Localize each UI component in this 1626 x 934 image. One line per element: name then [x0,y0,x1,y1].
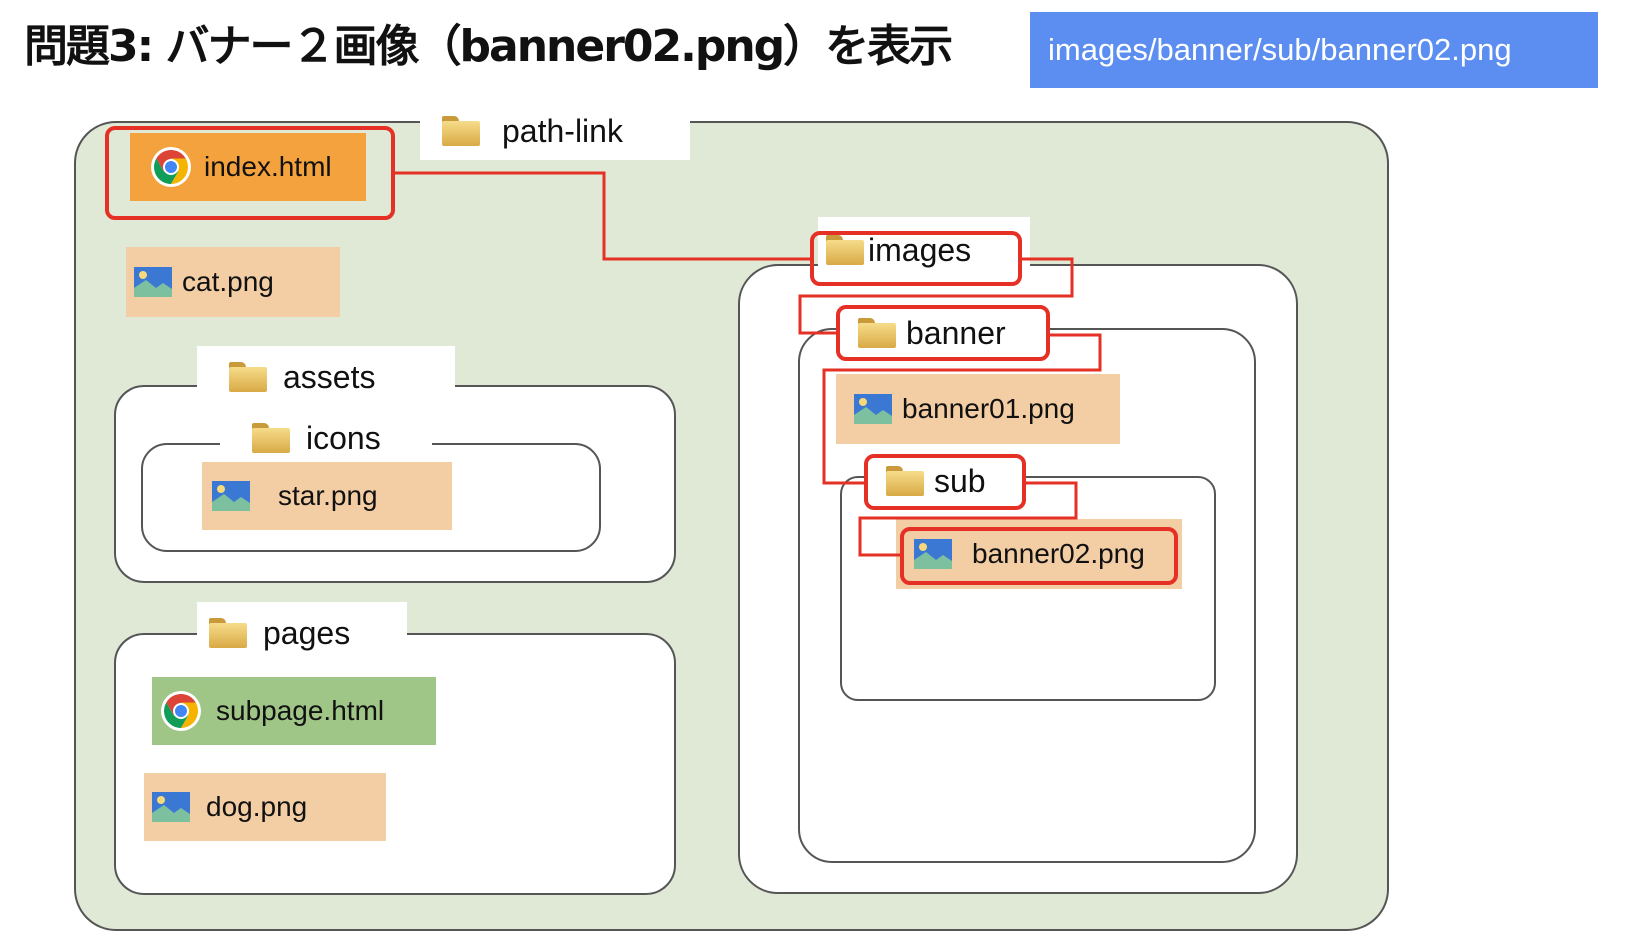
chrome-icon [161,691,201,731]
image-icon [212,481,250,511]
file-name: cat.png [182,266,274,297]
pages-folder-name: pages [263,614,351,651]
subpage-html-file[interactable]: subpage.html [152,677,436,745]
sub-folder-highlight [864,454,1026,510]
cat-png-file[interactable]: cat.png [126,247,340,317]
file-name: banner01.png [902,393,1075,424]
file-name: dog.png [206,791,308,822]
assets-folder-name: assets [283,358,376,395]
pages-folder-box [114,633,676,895]
star-png-file[interactable]: star.png [202,462,452,530]
image-icon [134,267,172,297]
icons-folder-label: icons [220,410,432,466]
file-name: star.png [278,480,378,511]
page-title: 問題3: バナー２画像（banner02.png）を表示 [24,21,953,72]
dog-png-file[interactable]: dog.png [144,773,386,841]
banner02-png-highlight [900,527,1178,585]
index-html-highlight [105,126,395,220]
index-html-file[interactable]: index.html [130,133,366,201]
file-name: subpage.html [216,695,385,726]
folder-icon [229,362,267,392]
banner-folder-highlight [836,305,1050,361]
pages-folder-label: pages [197,602,407,664]
folder-icon [209,618,247,648]
banner01-png-file[interactable]: banner01.png [836,374,1120,444]
icons-folder-name: icons [306,419,381,456]
images-folder-highlight [810,231,1022,286]
chrome-icon [151,147,191,187]
image-icon [152,792,190,822]
folder-icon [442,116,480,146]
image-icon [854,394,892,424]
root-folder-name: path-link [502,112,623,149]
assets-folder-label: assets [197,346,455,408]
root-folder-label: path-link [420,102,690,160]
file-name: index.html [204,151,332,182]
path-badge: images/banner/sub/banner02.png [1030,12,1598,88]
folder-icon [252,423,290,453]
